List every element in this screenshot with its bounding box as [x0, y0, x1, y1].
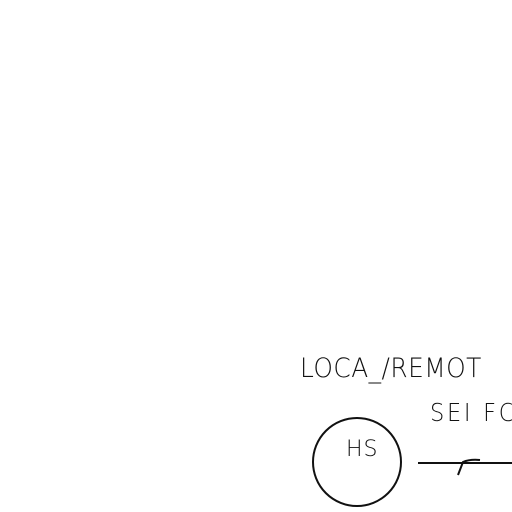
- hand-switch-bubble: [312, 417, 402, 507]
- selector-label: SEI FC: [430, 398, 512, 427]
- local-remote-label: LOCA_/REMOT: [300, 353, 482, 384]
- contact-symbol: [457, 458, 481, 476]
- instrument-tag: HS: [346, 437, 379, 462]
